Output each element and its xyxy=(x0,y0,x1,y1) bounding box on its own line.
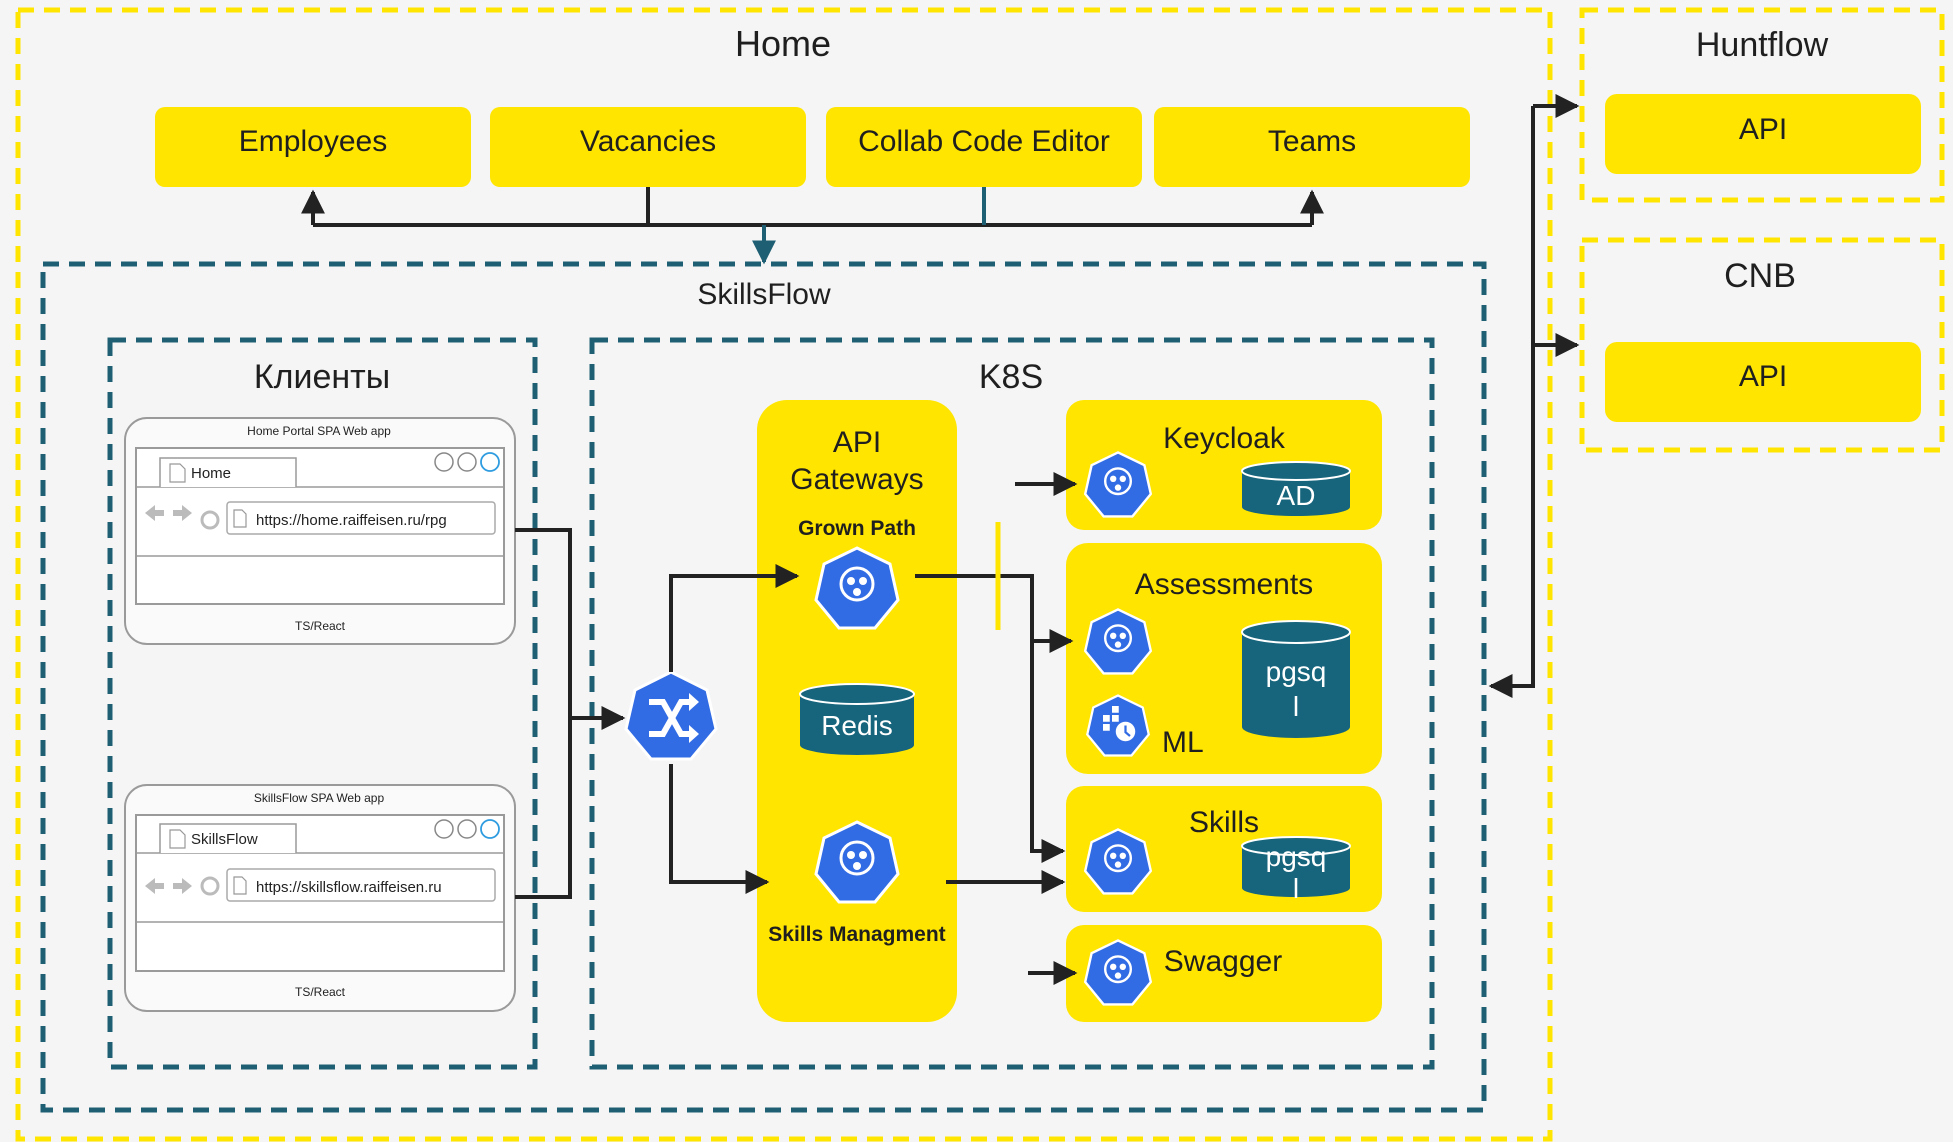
swagger-title: Swagger xyxy=(1164,945,1282,978)
skills-title: Skills xyxy=(1189,806,1259,839)
ingress-shuffle-icon[interactable] xyxy=(624,670,718,761)
redis-label: Redis xyxy=(821,710,893,741)
grown-path-label: Grown Path xyxy=(798,517,916,540)
browser-tab[interactable] xyxy=(159,823,297,853)
cnb-api-label: API xyxy=(1739,360,1787,393)
ml-job-icon[interactable] xyxy=(1086,694,1150,757)
document-icon xyxy=(233,876,247,895)
vacancies-label: Vacancies xyxy=(580,125,716,158)
forward-arrow-icon[interactable] xyxy=(173,878,192,894)
teams-box[interactable] xyxy=(1154,107,1470,187)
vacancies-box[interactable] xyxy=(490,107,806,187)
browser-caption: SkillsFlow SPA Web app xyxy=(254,791,385,805)
assessments-database-icon[interactable] xyxy=(1241,620,1351,738)
api-gateways-title-1: API xyxy=(833,426,881,459)
document-icon xyxy=(169,463,186,483)
keycloak-title: Keycloak xyxy=(1163,422,1286,455)
huntflow-container xyxy=(1579,7,1945,203)
window-control-icon[interactable] xyxy=(480,452,500,472)
skills-database-icon[interactable] xyxy=(1241,836,1351,897)
browser-stack: TS/React xyxy=(295,985,346,999)
url-text: https://home.raiffeisen.ru/rpg xyxy=(256,512,447,529)
clients-title: Клиенты xyxy=(254,358,390,396)
browser-tab[interactable] xyxy=(159,457,297,487)
flow-connectors xyxy=(515,94,1580,985)
swagger-box xyxy=(1066,925,1382,1022)
assessments-db-label-1: pgsq xyxy=(1266,656,1327,687)
collab-code-editor-label: Collab Code Editor xyxy=(858,125,1110,158)
employees-label: Employees xyxy=(239,125,387,158)
url-text: https://skillsflow.raiffeisen.ru xyxy=(256,879,442,896)
k8s-container xyxy=(589,337,1435,1070)
skills-db-label-2: l xyxy=(1293,873,1299,904)
collab-code-editor-box[interactable] xyxy=(826,107,1142,187)
window-control-icon[interactable] xyxy=(434,452,454,472)
huntflow-title: Huntflow xyxy=(1696,26,1829,64)
window-control-icon[interactable] xyxy=(480,819,500,839)
skillsflow-title: SkillsFlow xyxy=(697,278,831,311)
huntflow-api-box[interactable] xyxy=(1605,94,1921,174)
home-connectors xyxy=(301,187,1324,265)
home-container xyxy=(15,7,1553,1142)
redis-database-icon[interactable] xyxy=(799,683,915,755)
clients-container xyxy=(107,337,538,1070)
ad-database-icon[interactable] xyxy=(1241,461,1351,516)
ml-label: ML xyxy=(1162,726,1204,759)
skills-db-label-1: pgsq xyxy=(1266,841,1327,872)
assessments-title: Assessments xyxy=(1135,568,1313,601)
window-control-icon[interactable] xyxy=(457,819,477,839)
browser-skillsflow: SkillsFlow SPA Web app SkillsFlow https:… xyxy=(124,784,516,1012)
browser-tab-label: SkillsFlow xyxy=(191,831,258,848)
document-icon xyxy=(233,509,247,528)
url-input[interactable] xyxy=(226,501,496,535)
forward-arrow-icon[interactable] xyxy=(173,505,192,521)
back-arrow-icon[interactable] xyxy=(145,505,164,521)
home-title: Home xyxy=(735,23,831,64)
back-arrow-icon[interactable] xyxy=(145,878,164,894)
document-icon xyxy=(169,829,186,849)
teams-label: Teams xyxy=(1268,125,1356,158)
employees-box[interactable] xyxy=(155,107,471,187)
huntflow-api-label: API xyxy=(1739,113,1787,146)
url-input[interactable] xyxy=(226,868,496,902)
reload-icon[interactable] xyxy=(200,510,220,530)
browser-caption: Home Portal SPA Web app xyxy=(247,424,391,438)
k8s-title: K8S xyxy=(979,358,1043,396)
ad-label: AD xyxy=(1277,480,1316,511)
window-control-icon[interactable] xyxy=(457,452,477,472)
cnb-title: CNB xyxy=(1724,257,1796,295)
reload-icon[interactable] xyxy=(200,876,220,896)
browser-home-portal: Home Portal SPA Web app Home https://hom… xyxy=(124,417,516,645)
window-control-icon[interactable] xyxy=(434,819,454,839)
browser-tab-label: Home xyxy=(191,465,231,482)
cnb-api-box[interactable] xyxy=(1605,342,1921,422)
browser-stack: TS/React xyxy=(295,619,346,633)
assessments-db-label-2: l xyxy=(1293,691,1299,722)
api-gateways-title-2: Gateways xyxy=(790,463,923,496)
skills-management-label: Skills Managment xyxy=(768,923,945,946)
